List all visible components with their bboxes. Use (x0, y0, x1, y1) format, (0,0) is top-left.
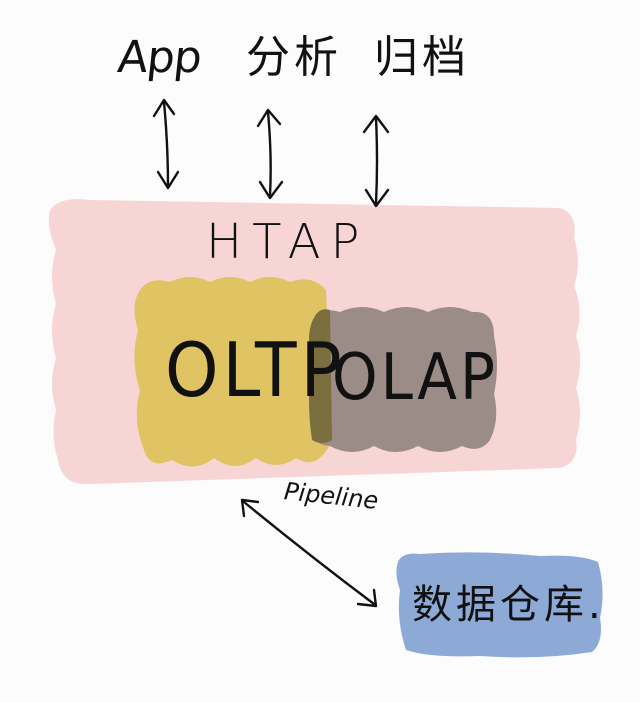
archive-label: 归档 (374, 32, 470, 83)
pipeline-double-arrow (240, 498, 378, 608)
archive-double-arrow (362, 114, 390, 208)
oltp-label: OLTP (165, 328, 346, 415)
data-warehouse-label: 数据仓库. (412, 582, 605, 628)
oltp-block (134, 277, 332, 467)
overlap-region (309, 309, 332, 443)
analysis-label: 分析 (246, 32, 342, 83)
htap-label: HTAP (206, 214, 370, 270)
olap-label: OLAP (332, 339, 498, 415)
warehouse-block (396, 552, 603, 658)
app-double-arrow (152, 98, 180, 190)
olap-block (309, 307, 497, 452)
analysis-double-arrow (256, 108, 284, 200)
app-label: App (115, 32, 204, 83)
